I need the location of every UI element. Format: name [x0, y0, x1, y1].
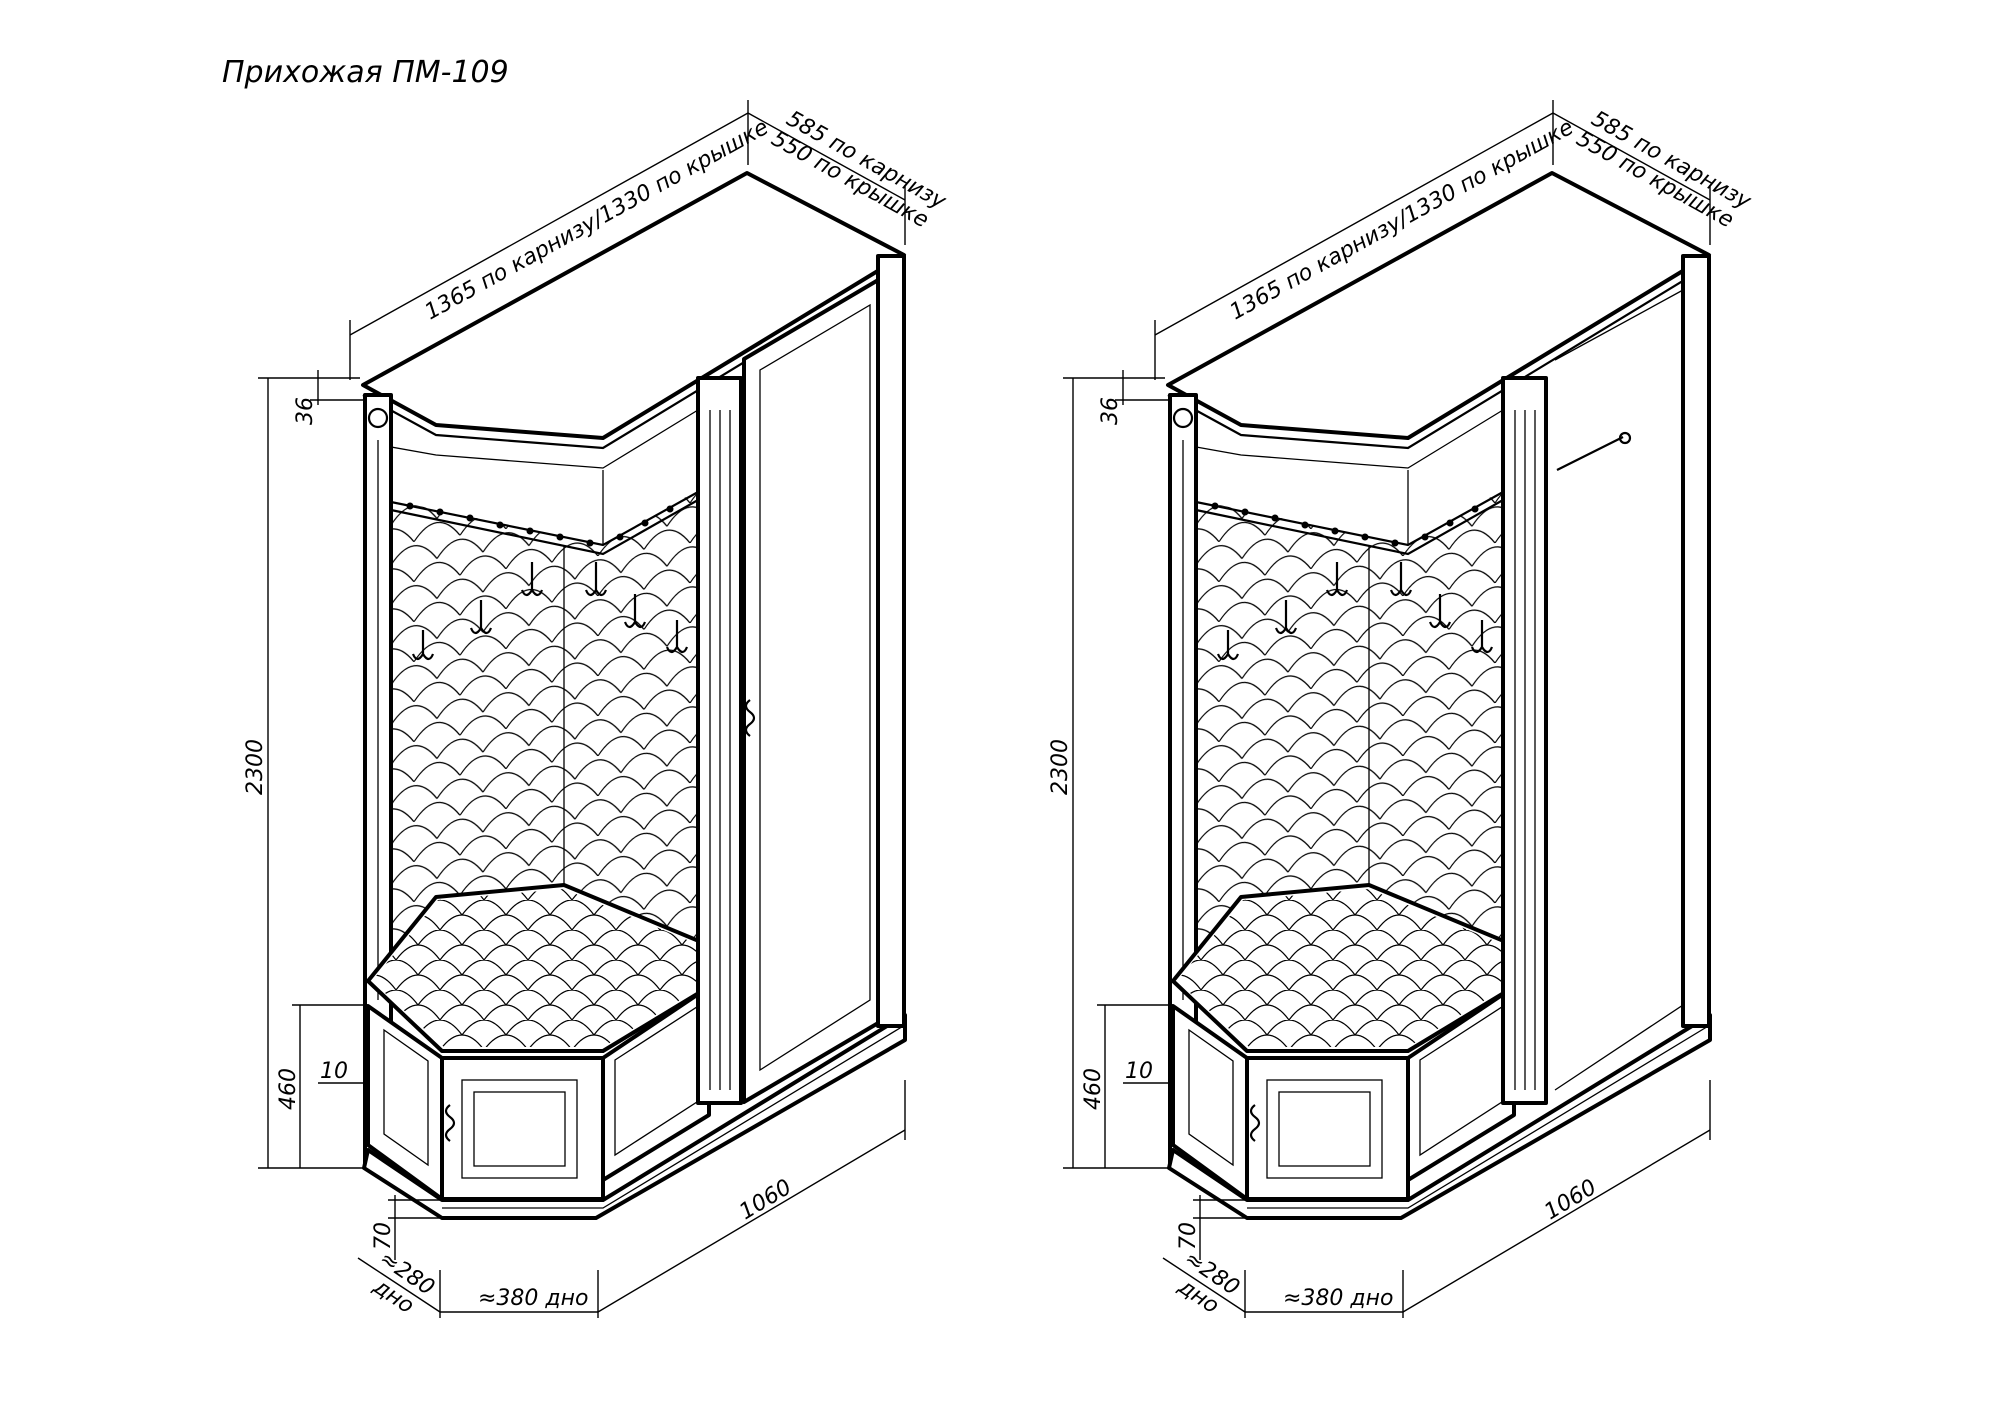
dim-bottom-front: ≈380 дно: [1283, 1286, 1393, 1311]
dim-height-total: 2300: [243, 739, 268, 795]
dim-width-total: 1060: [735, 1175, 796, 1225]
right-post: [876, 254, 906, 1028]
open-compartment: [1554, 288, 1684, 1091]
dim-plinth-height: 70: [371, 1222, 396, 1250]
column-flutes: [709, 410, 731, 1090]
hallway-cabinet-outline: [1168, 173, 1710, 1218]
dim-bottom-front: ≈380 дно: [478, 1286, 588, 1311]
drawing-title: Прихожая ПМ-109: [222, 55, 509, 90]
dim-height-total: 2300: [1048, 739, 1073, 795]
right-post: [1681, 254, 1711, 1028]
dim-seat-height: 460: [276, 1068, 301, 1110]
wardrobe-drawing-open: [1168, 173, 1710, 1218]
dim-width-total: 1060: [1540, 1175, 1601, 1225]
dim-seat-height: 460: [1081, 1068, 1106, 1110]
door-panel: [759, 303, 871, 1072]
door-handle: [744, 699, 756, 737]
dim-offset: 10: [320, 1059, 348, 1084]
wardrobe-door: [742, 274, 887, 1104]
dim-cornice-height: 36: [1098, 397, 1123, 425]
wardrobe-drawing-closed: [363, 173, 905, 1218]
dim-plinth-height: 70: [1176, 1222, 1201, 1250]
dim-offset: 10: [1125, 1059, 1153, 1084]
clothes-rail: [1556, 436, 1624, 471]
dim-cornice-height: 36: [293, 397, 318, 425]
